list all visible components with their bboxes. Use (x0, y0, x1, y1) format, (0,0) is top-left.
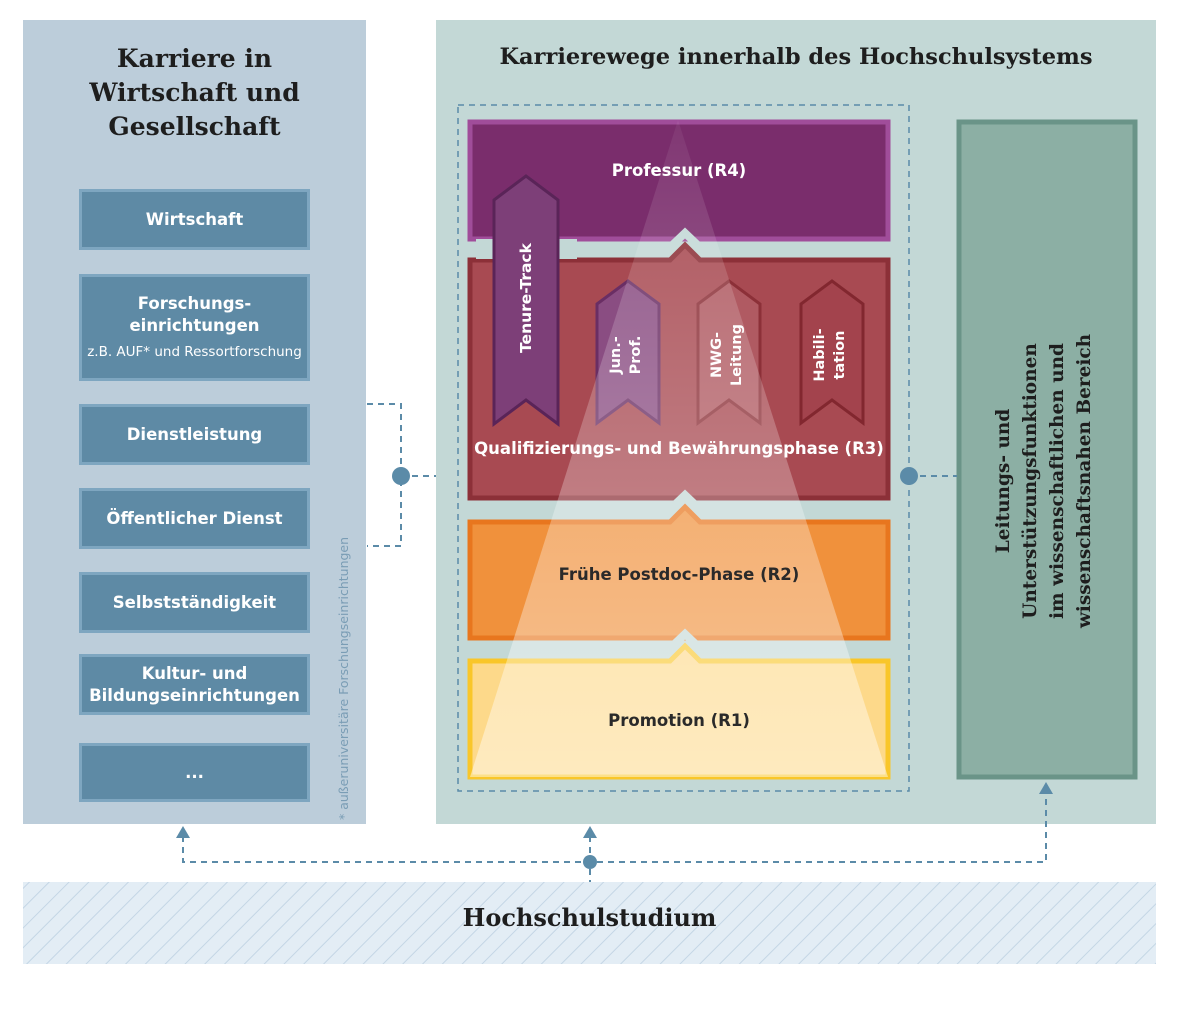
tenure-track-tab-left (476, 239, 496, 259)
field-box-sublabel: z.B. AUF* und Ressortforschung (87, 343, 302, 360)
connector-dot-left (392, 467, 410, 485)
arrowhead-left-panel (176, 826, 190, 838)
field-box-label: Selbstständigkeit (112, 592, 277, 612)
field-box-more: ... (79, 743, 310, 802)
phase-r1-label: Promotion (R1) (608, 711, 750, 730)
field-box-label: ... (185, 762, 204, 782)
field-box-label: Dienstleistung (126, 424, 263, 444)
footnote: * außeruniversitäre Forschungseinrichtun… (336, 536, 351, 820)
bottom-title: Hochschulstudium (462, 903, 717, 932)
tenure-track-label: Tenure-Track (517, 243, 535, 353)
arrow-habil (799, 279, 865, 426)
field-box-wirtschaft: Wirtschaft (79, 189, 310, 250)
habilitation-label: Habili- tation (812, 328, 848, 382)
right-panel-title: Karrierewege innerhalb des Hochschulsyst… (499, 44, 1093, 70)
field-box-label: Öffentlicher Dienst (106, 508, 283, 528)
phase-r2-label: Frühe Postdoc-Phase (R2) (558, 565, 800, 584)
arrowhead-right-panel (583, 826, 597, 838)
arrowhead-side-box (1039, 782, 1053, 794)
nwg-leitung-label: NWG- Leitung (709, 324, 745, 387)
tenure-track-tab-right (557, 239, 577, 259)
hochschulstudium-bar (23, 882, 1156, 964)
connector-dot-right (900, 467, 918, 485)
field-box-label: Wirtschaft (145, 209, 244, 229)
field-box-label: Kultur- und Bildungseinrichtungen (89, 663, 300, 705)
left-panel-title: Karriere in Wirtschaft und Gesellschaft (89, 44, 300, 141)
field-box-forschungseinrichtungen: Forschungs- einrichtungen z.B. AUF* und … (79, 274, 310, 381)
side-box-label: Leitungs- und Unterstützungsfunktionen i… (993, 333, 1095, 629)
field-box-oeffentlicher-dienst: Öffentlicher Dienst (79, 488, 310, 549)
field-box-label: Forschungs- einrichtungen (129, 293, 260, 335)
side-box (956, 119, 1138, 780)
field-box-selbststaendigkeit: Selbstständigkeit (79, 572, 310, 633)
phases-frame (457, 104, 910, 792)
field-box-dienstleistung: Dienstleistung (79, 404, 310, 465)
field-box-kultur-bildung: Kultur- und Bildungseinrichtungen (79, 654, 310, 715)
light-beam (470, 120, 888, 777)
phase-r3-label: Qualifizierungs- und Bewährungsphase (R3… (474, 439, 884, 458)
connector-dot-bottom (583, 855, 597, 869)
jun-prof-label: Jun.- Prof. (608, 335, 644, 375)
arrow-tenure-track (492, 174, 560, 427)
phase-r4-label: Professur (R4) (611, 161, 747, 180)
